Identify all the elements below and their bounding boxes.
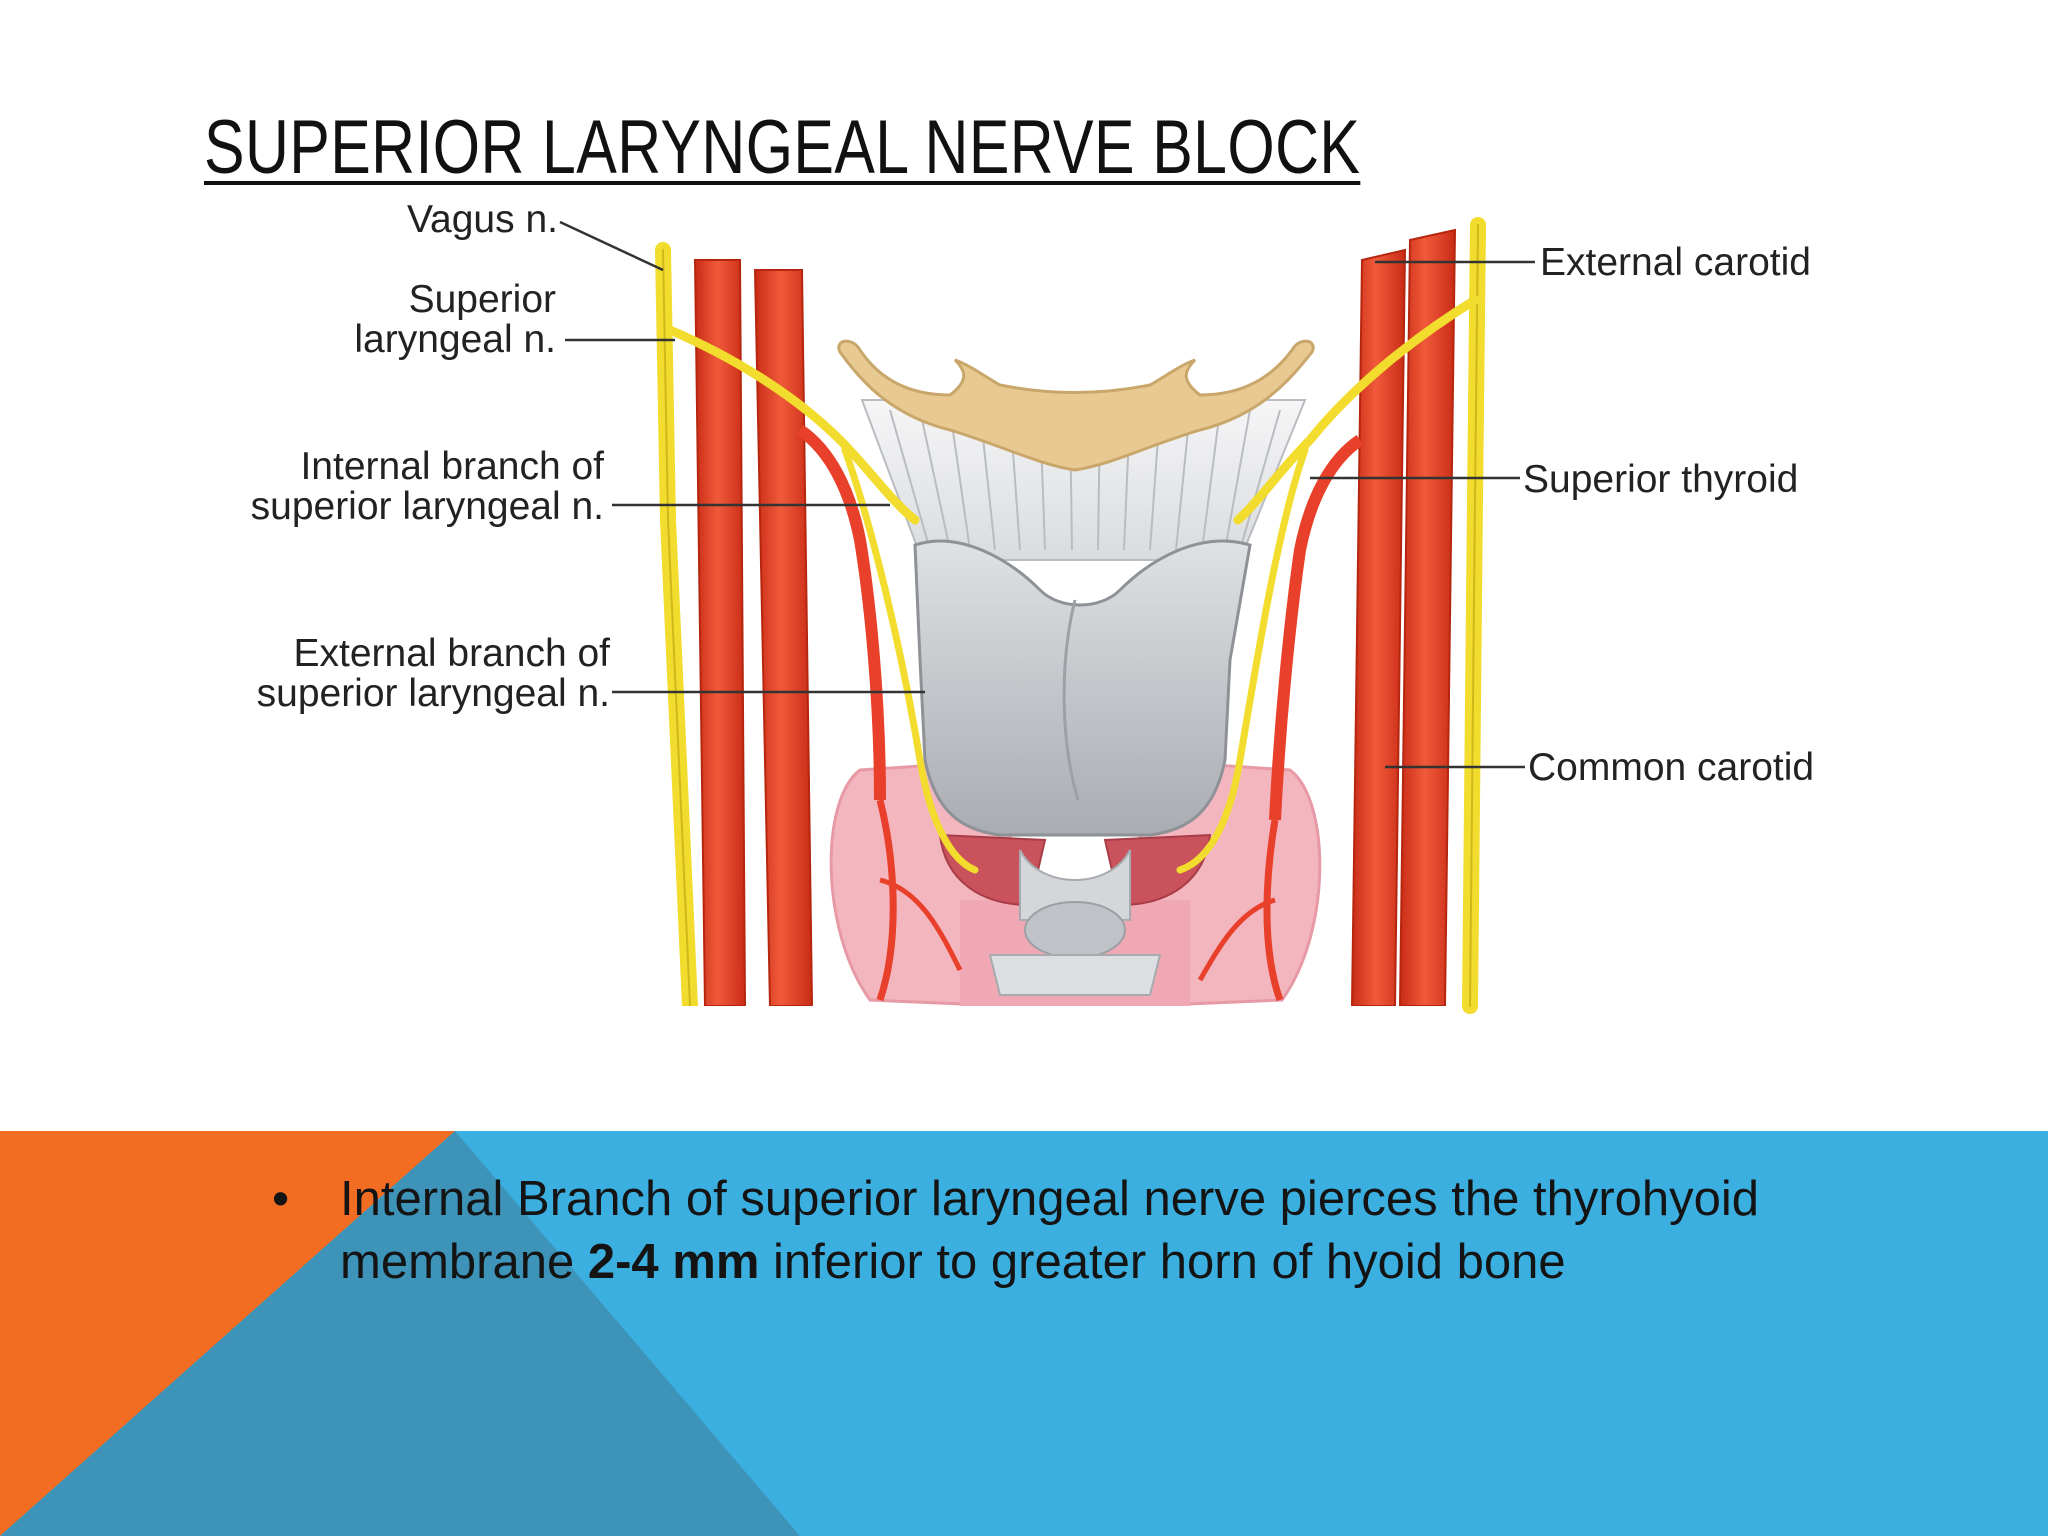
bullet-text-part1: Internal Branch of superior laryngeal ne…	[340, 1172, 1760, 1289]
leader-lines	[559, 220, 1535, 769]
label-superior-laryngeal-line2: laryngeal n.	[354, 318, 556, 361]
cricothyroid-muscles	[938, 833, 1212, 996]
right-carotid-arteries	[1197, 228, 1457, 1007]
left-carotid-arteries	[693, 259, 963, 1007]
label-external-branch-line2: superior laryngeal n.	[257, 672, 610, 715]
label-external-carotid: External carotid	[1540, 241, 1811, 284]
footer-overlap-triangle	[0, 1131, 800, 1536]
label-vagus-nerve: Vagus n.	[407, 198, 558, 241]
hyoid-bone	[837, 339, 1315, 472]
bullet-text: Internal Branch of superior laryngeal ne…	[340, 1168, 1920, 1294]
label-common-carotid: Common carotid	[1528, 746, 1814, 789]
label-external-branch-line1: External branch of	[293, 632, 610, 675]
label-superior-thyroid: Superior thyroid	[1523, 458, 1798, 501]
slide-title: SUPERIOR LARYNGEAL NERVE BLOCK	[204, 105, 1361, 190]
bullet-text-part2: inferior to greater horn of hyoid bone	[759, 1235, 1566, 1289]
anatomy-diagram: Vagus n. Superior laryngeal n. Internal …	[250, 198, 1815, 1014]
label-internal-branch-line2: superior laryngeal n.	[251, 485, 604, 528]
footer-band	[0, 1131, 2048, 1536]
thyroid-cartilage	[913, 539, 1252, 837]
label-internal-branch-line1: Internal branch of	[300, 445, 604, 488]
label-superior-laryngeal-line1: Superior	[409, 278, 556, 321]
bullet-text-bold: 2-4 mm	[587, 1235, 760, 1289]
bullet-symbol: •	[272, 1172, 290, 1226]
